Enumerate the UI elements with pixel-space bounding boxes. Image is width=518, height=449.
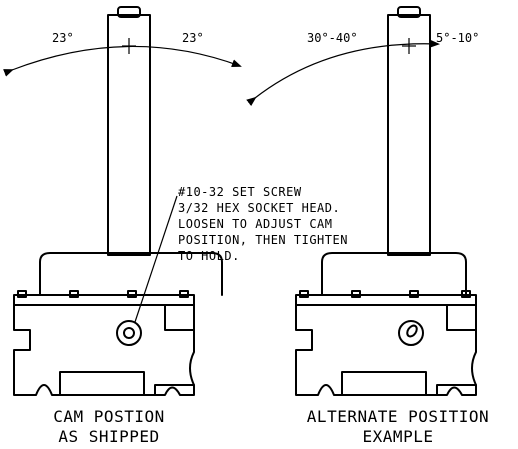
note-line-3: LOOSEN TO ADJUST CAM (178, 217, 333, 231)
right-bolt (299, 290, 309, 298)
left-flange (13, 294, 195, 306)
left-angle-left: 23° (52, 31, 74, 45)
right-angle-left: 30°-40° (307, 31, 358, 45)
left-bolt (179, 290, 189, 298)
right-cover (321, 252, 467, 296)
right-bolt (409, 290, 419, 298)
note-line-2: 3/32 HEX SOCKET HEAD. (178, 201, 340, 215)
left-rotation-arc (3, 45, 242, 77)
left-angle-right: 23° (182, 31, 204, 45)
note-line-5: TO HOLD. (178, 249, 240, 263)
right-bottom-slot (341, 371, 427, 396)
left-caption-line-2: AS SHIPPED (58, 427, 159, 446)
right-caption-line-1: ALTERNATE POSITION (307, 407, 489, 426)
left-shaft-cap (117, 6, 141, 18)
note-line-1: #10-32 SET SCREW (178, 185, 302, 199)
right-flange (295, 294, 477, 306)
right-caption-line-2: EXAMPLE (363, 427, 434, 446)
right-rotation-arc (246, 39, 440, 107)
note-leader (134, 195, 178, 323)
left-housing (13, 304, 195, 396)
left-cam (116, 320, 142, 346)
left-set-screw (123, 327, 135, 339)
right-angle-right: 5°-10° (436, 31, 479, 45)
note-line-4: POSITION, THEN TIGHTEN (178, 233, 348, 247)
right-shaft (387, 14, 431, 256)
right-set-screw (406, 324, 418, 338)
left-bolt (69, 290, 79, 298)
right-housing (295, 304, 477, 396)
left-bottom-slot (59, 371, 145, 396)
right-bolt (351, 290, 361, 298)
left-bolt (127, 290, 137, 298)
right-bolt (461, 290, 471, 298)
left-caption-line-1: CAM POSTION (53, 407, 164, 426)
left-bolt (17, 290, 27, 298)
left-shaft (107, 14, 151, 256)
left-assembly (3, 6, 242, 396)
right-cam (398, 320, 424, 346)
right-assembly (246, 6, 477, 396)
left-cover (39, 252, 223, 296)
right-shaft-cap (397, 6, 421, 18)
